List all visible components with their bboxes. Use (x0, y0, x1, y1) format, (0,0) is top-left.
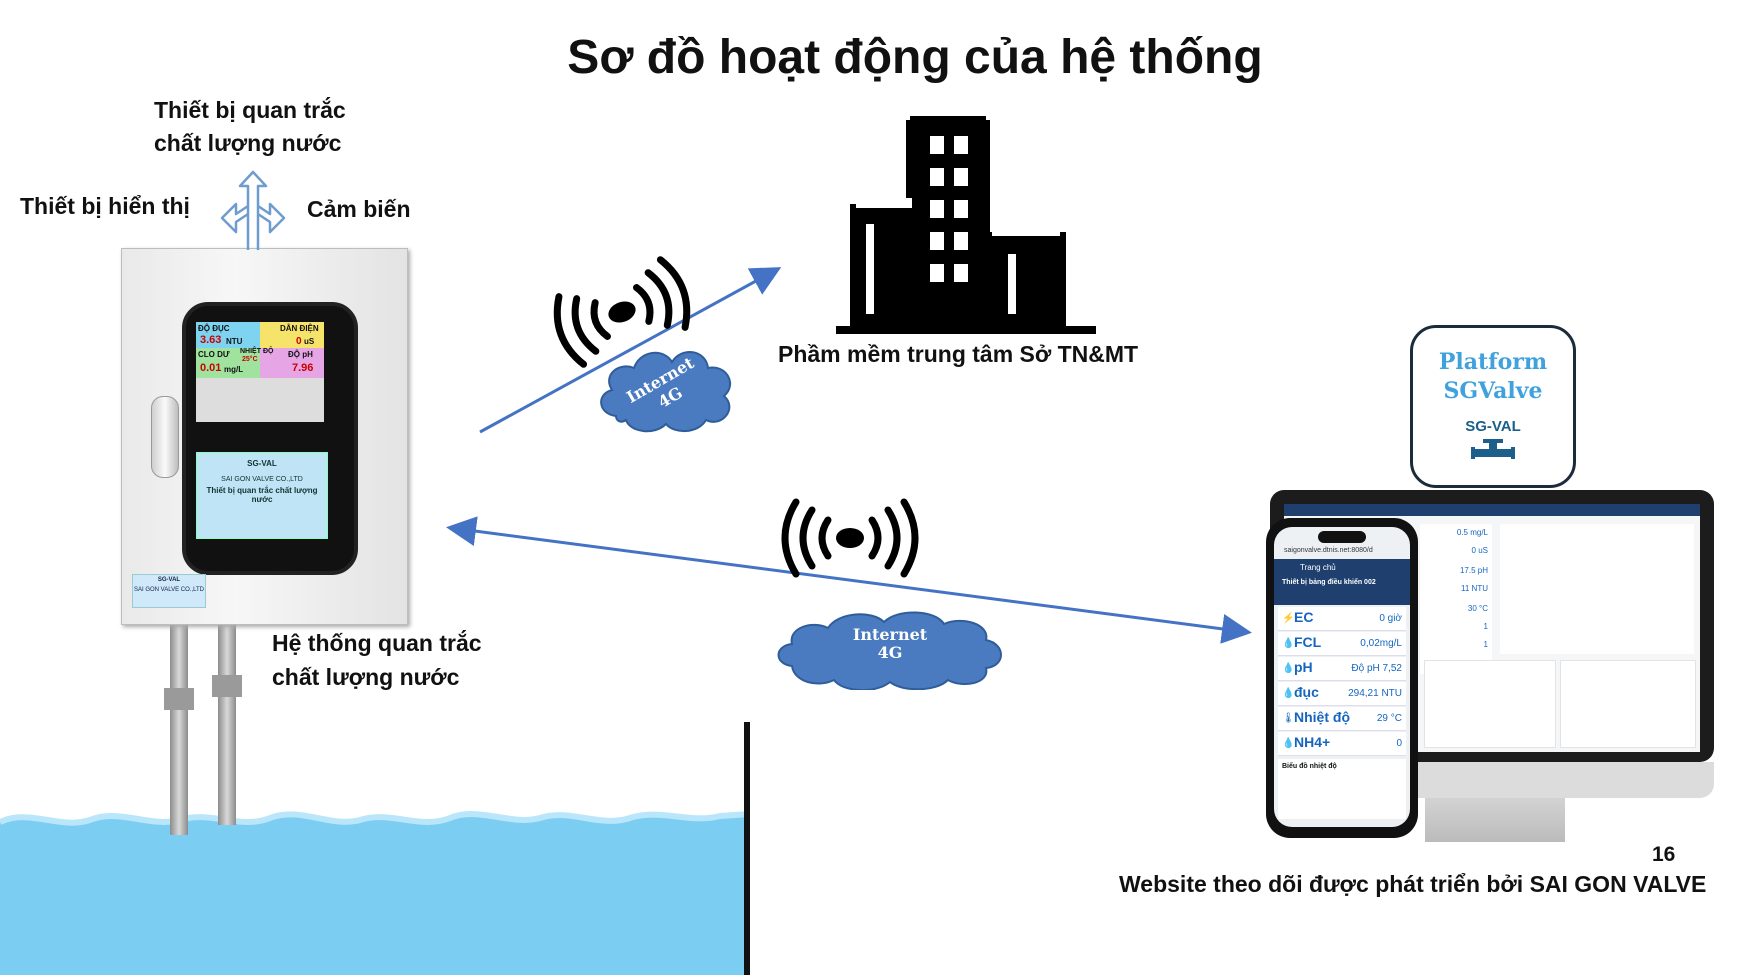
row-value: 0,02mg/L (1360, 638, 1402, 649)
drop-icon: 💧 (1282, 663, 1295, 674)
phone-screen: saigonvalve.dtnis.net:8080/d Trang chủ T… (1274, 527, 1410, 827)
monitor-value-1: 0.5 mg/L (1456, 528, 1488, 537)
bolt-icon: ⚡ (1282, 613, 1295, 624)
page-number: 16 (1652, 843, 1676, 866)
monitor-value-6: 1 (1483, 622, 1488, 631)
phone-row-nh4[interactable]: 💧 NH4+ 0 (1278, 732, 1406, 756)
ph-label: ĐỘ pH (288, 350, 313, 359)
plate-brand: SG-VAL (247, 459, 277, 468)
conductivity-unit: uS (304, 337, 315, 346)
drop-icon: 💧 (1282, 638, 1295, 649)
device-display-screen: ĐỘ ĐỤC 3.63 NTU DẪN ĐIỆN 0 uS CLO DƯ 0.0… (196, 322, 324, 422)
chlorine-value: 0.01 (200, 362, 222, 374)
ph-value: 7.96 (292, 362, 314, 374)
phone-row-temperature[interactable]: 🌡 Nhiệt độ 29 °C (1278, 707, 1406, 731)
chlorine-unit: mg/L (224, 365, 244, 374)
turbidity-value: 3.63 (200, 334, 222, 346)
device-nameplate: SG-VAL SAI GON VALVE CO.,LTD Thiết bị qu… (196, 452, 328, 539)
platform-logo-text: SG-VAL (1465, 418, 1521, 435)
wireless-signal-icon (781, 498, 919, 578)
row-value: 0 giờ (1379, 613, 1402, 624)
row-name: pH (1294, 659, 1313, 675)
phone-row-ph[interactable]: 💧 pH Độ pH 7,52 (1278, 657, 1406, 681)
phone-row-ec[interactable]: ⚡ EC 0 giờ (1278, 607, 1406, 631)
cloud-bottom-line2: 4G (878, 643, 903, 662)
pipe-right (218, 620, 236, 825)
row-name: EC (1294, 609, 1314, 625)
divider-line (744, 722, 750, 975)
platform-card: Platform SGValve SG-VAL (1410, 325, 1576, 488)
sticker-company: SAI GON VALVE CO.,LTD (133, 587, 205, 593)
phone-panel-title: Thiết bị bảng điều khiển 002 (1282, 579, 1376, 586)
platform-title-line1: Platform (1438, 349, 1548, 375)
monitor-value-3: 17.5 pH (1459, 566, 1488, 575)
phone-row-fcl[interactable]: 💧 FCL 0,02mg/L (1278, 632, 1406, 656)
monitoring-device-label-line2: chất lượng nước (154, 130, 342, 156)
building-icon (836, 116, 1096, 334)
temp-label: NHIỆT ĐỘ (240, 348, 274, 355)
thermometer-icon: 🌡 (1282, 713, 1295, 724)
monitor-value-7: 1 (1483, 640, 1488, 649)
central-software-label: Phầm mềm trung tâm Sở TN&MT (778, 341, 1139, 367)
row-name: Nhiệt độ (1294, 709, 1350, 725)
pipe-left (170, 620, 188, 835)
drop-icon: 💧 (1282, 738, 1295, 749)
cabinet-handle (151, 396, 179, 478)
three-way-arrow-icon (220, 170, 286, 250)
pipe-fitting (212, 675, 242, 697)
row-value: 294,21 NTU (1348, 688, 1402, 699)
row-name: NH4+ (1294, 734, 1331, 750)
chlorine-label: CLO DƯ (198, 350, 230, 359)
monitor-stand (1425, 798, 1565, 842)
pipe-fitting (164, 688, 194, 710)
drop-icon: 💧 (1282, 688, 1295, 699)
turbidity-label: ĐỘ ĐỤC (198, 324, 230, 333)
plate-product: Thiết bị quan trắc chất lượng nước (206, 486, 318, 504)
brand-sticker: SG-VAL SAI GON VALVE CO.,LTD (132, 574, 206, 608)
turbidity-unit: NTU (226, 337, 243, 346)
page-title: Sơ đồ hoạt động của hệ thống (567, 31, 1263, 84)
monitoring-device-label-line1: Thiết bị quan trắc (154, 97, 346, 123)
row-value: 0 (1396, 738, 1402, 749)
website-caption: Website theo dõi được phát triển bởi SAI… (1119, 871, 1707, 897)
sticker-brand: SG-VAL (157, 577, 181, 583)
internet-cloud-bottom: Internet 4G (777, 611, 1002, 690)
row-name: đục (1294, 684, 1319, 700)
monitor-value-5: 30 °C (1467, 604, 1488, 613)
valve-logo-icon (1471, 439, 1515, 459)
display-device-label: Thiết bị hiển thị (20, 193, 190, 219)
monitor-value-2: 0 uS (1471, 546, 1488, 555)
row-name: FCL (1294, 634, 1322, 650)
conductivity-value: 0 (296, 336, 302, 347)
monitor-value-4: 11 NTU (1461, 584, 1488, 593)
phone-row-turbidity[interactable]: 💧 đục 294,21 NTU (1278, 682, 1406, 706)
system-label-line2: chất lượng nước (272, 664, 460, 690)
row-value: Độ pH 7,52 (1351, 663, 1402, 674)
platform-title-line2: SGValve (1443, 378, 1543, 404)
temp-value: 25°C (242, 356, 258, 363)
sensor-label: Cảm biến (307, 196, 411, 222)
phone-chart-title: Biểu đồ nhiệt độ (1282, 763, 1337, 770)
phone-nav-home[interactable]: Trang chủ (1300, 563, 1336, 572)
plate-company: SAI GON VALVE CO.,LTD (221, 476, 303, 483)
wireless-signal-icon (553, 256, 691, 368)
row-value: 29 °C (1376, 713, 1402, 724)
internet-cloud-top: Internet 4G (600, 351, 731, 433)
conductivity-label: DẪN ĐIỆN (280, 324, 319, 333)
cloud-bottom-line1: Internet (853, 625, 928, 644)
phone-url: saigonvalve.dtnis.net:8080/d (1284, 547, 1373, 554)
water-illustration (0, 811, 750, 975)
